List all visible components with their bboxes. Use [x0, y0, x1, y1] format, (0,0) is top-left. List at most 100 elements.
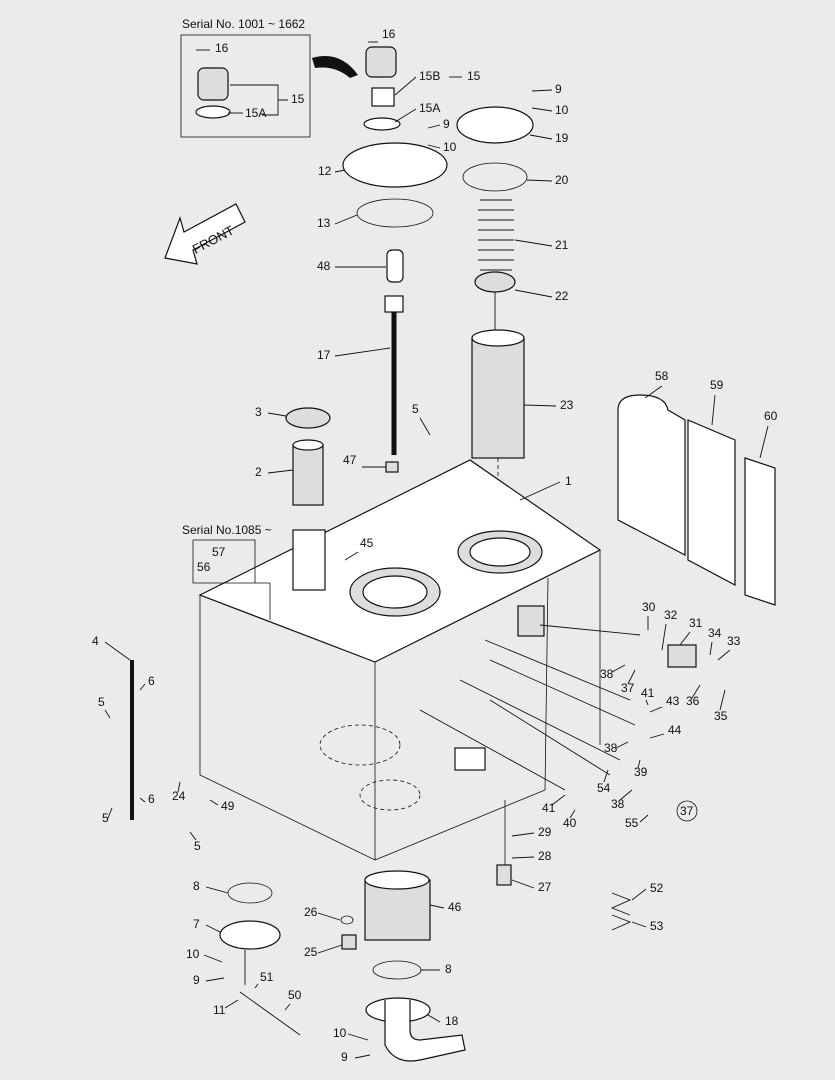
leader-line	[427, 124, 441, 129]
callout-52: 52	[650, 881, 664, 895]
leader-line	[205, 886, 229, 894]
callout-2: 2	[255, 465, 262, 479]
leader-line	[551, 794, 566, 806]
leader-line	[649, 706, 663, 713]
front-arrow-icon	[164, 203, 246, 265]
callout-55: 55	[625, 816, 639, 830]
plug-25	[341, 934, 357, 950]
callout-44: 44	[668, 723, 682, 737]
callout-9: 9	[443, 117, 450, 131]
callout-15b: 15B	[419, 69, 440, 83]
callout-34: 34	[708, 626, 722, 640]
leader-line	[531, 107, 553, 112]
leader-line	[139, 683, 146, 691]
callout-23: 23	[560, 398, 574, 412]
leader-line	[717, 649, 731, 661]
callout-16: 16	[382, 27, 396, 41]
callout-39: 39	[634, 765, 648, 779]
plate-59	[687, 419, 736, 586]
hydraulic-tank	[198, 459, 602, 861]
leader-line	[639, 814, 649, 823]
o-ring-8	[227, 882, 273, 904]
leader-line	[511, 856, 535, 859]
callout-35: 35	[714, 709, 728, 723]
callout-56: 56	[197, 560, 211, 574]
leader-line	[645, 699, 649, 706]
leader-line	[531, 89, 553, 92]
leader-line	[334, 169, 346, 173]
callout-15a: 15A	[419, 101, 440, 115]
callout-22: 22	[555, 289, 569, 303]
callout-5: 5	[194, 839, 201, 853]
callout-21: 21	[555, 238, 569, 252]
hose-50	[239, 950, 301, 1036]
leader-line	[603, 769, 609, 783]
callout-12: 12	[318, 164, 332, 178]
callout-31: 31	[689, 616, 703, 630]
leader-line	[644, 385, 663, 399]
strainer-2	[292, 444, 324, 506]
callout-16: 16	[215, 41, 229, 55]
breather-cap	[365, 46, 397, 78]
callout-57: 57	[212, 545, 226, 559]
leader-line	[344, 551, 359, 561]
leader-line	[205, 977, 225, 982]
filter-46	[364, 879, 431, 941]
leader-line	[224, 999, 239, 1009]
callout-20: 20	[555, 173, 569, 187]
leader-line	[511, 832, 535, 837]
bolt-27	[496, 864, 512, 886]
leader-line	[267, 412, 287, 417]
leader-line	[615, 741, 629, 749]
leader-line	[334, 214, 358, 225]
leader-line	[514, 239, 553, 247]
callout-10: 10	[443, 140, 457, 154]
callout-24: 24	[172, 789, 186, 803]
leader-line	[519, 481, 561, 501]
callout-9: 9	[555, 82, 562, 96]
callout-18: 18	[445, 1014, 459, 1028]
callout-37: 37	[680, 804, 694, 818]
o-ring-20	[462, 162, 528, 192]
callout-54: 54	[597, 781, 611, 795]
leader-line	[679, 631, 691, 646]
callout-38: 38	[604, 741, 618, 755]
callout-10: 10	[333, 1026, 347, 1040]
callout-9: 9	[193, 973, 200, 987]
callout-38: 38	[611, 797, 625, 811]
clip-52-53	[610, 892, 632, 931]
callout-6: 6	[148, 674, 155, 688]
leader-line	[104, 641, 131, 661]
leader-line	[139, 797, 146, 803]
inset-frame	[180, 34, 311, 138]
callout-8: 8	[193, 879, 200, 893]
callout-59: 59	[710, 378, 724, 392]
callout-43: 43	[666, 694, 680, 708]
callout-8: 8	[445, 962, 452, 976]
leader-line	[523, 404, 557, 407]
leader-line	[759, 425, 769, 459]
leader-line	[189, 831, 197, 841]
inset-serial-1085: Serial No.1085 ~ 57 56	[182, 523, 272, 620]
cover-19	[456, 106, 534, 144]
callout-30: 30	[642, 600, 656, 614]
cap-3	[285, 407, 331, 429]
leader-line	[317, 944, 343, 954]
o-ring-13	[356, 198, 434, 228]
callout-58: 58	[655, 369, 669, 383]
callout-29: 29	[538, 825, 552, 839]
callout-7: 7	[193, 917, 200, 931]
callout-45: 45	[360, 536, 374, 550]
callout-41: 41	[542, 801, 556, 815]
callout-5: 5	[98, 695, 105, 709]
leader-line	[427, 144, 441, 149]
callout-49: 49	[221, 799, 235, 813]
callout-37: 37	[621, 681, 635, 695]
leader-line	[711, 394, 716, 426]
callout-5: 5	[412, 402, 419, 416]
callout-47: 47	[343, 453, 357, 467]
leader-line	[284, 1003, 291, 1011]
callout-33: 33	[727, 634, 741, 648]
